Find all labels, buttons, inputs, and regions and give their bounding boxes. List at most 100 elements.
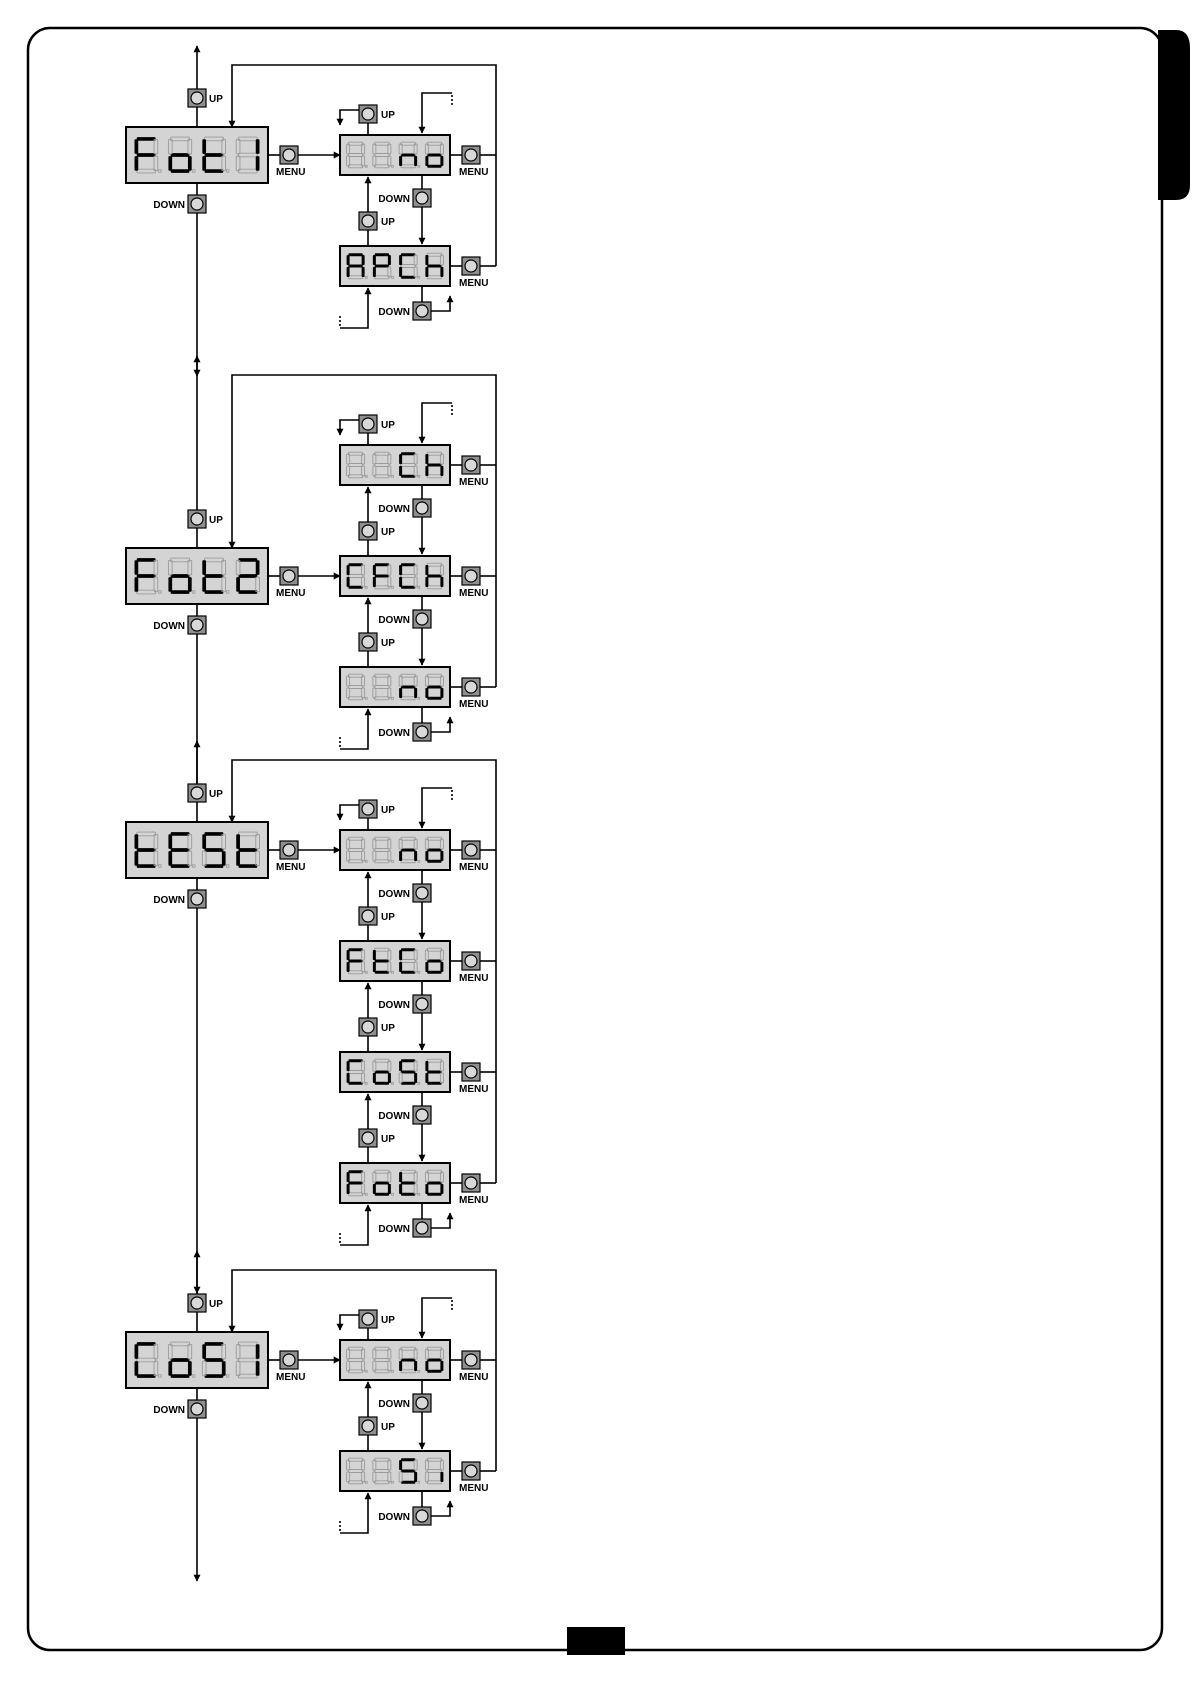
main-up-button[interactable] <box>188 89 206 107</box>
option-up-button[interactable] <box>359 522 377 540</box>
segment-g <box>238 574 257 578</box>
page-number-box <box>567 1627 625 1655</box>
wrap-down-button[interactable] <box>413 1219 431 1237</box>
option-menu-button[interactable] <box>462 456 480 474</box>
segment-a <box>348 253 362 256</box>
wrap-down-button[interactable] <box>413 1507 431 1525</box>
option-menu-button[interactable] <box>462 146 480 164</box>
main-down-label: DOWN <box>153 1405 185 1416</box>
segment-d <box>205 590 224 594</box>
option-menu-label: MENU <box>459 699 488 710</box>
segment-e <box>202 156 206 171</box>
main-menu-button[interactable] <box>280 841 298 859</box>
option-menu-button[interactable] <box>462 1462 480 1480</box>
segment-g <box>348 1182 362 1185</box>
main-menu-button[interactable] <box>280 146 298 164</box>
option-down-button[interactable] <box>413 1394 431 1412</box>
option-up-button[interactable] <box>359 212 377 230</box>
segment-d <box>427 697 441 700</box>
wrap-down-button[interactable] <box>413 723 431 741</box>
option-menu-button[interactable] <box>462 952 480 970</box>
option-down-label: DOWN <box>378 194 410 205</box>
segment-g <box>401 1182 415 1185</box>
main-down-label: DOWN <box>153 200 185 211</box>
button-circle-icon <box>465 844 477 856</box>
display-value: no <box>340 132 342 134</box>
segment-c <box>414 1361 417 1371</box>
main-down-label: DOWN <box>153 895 185 906</box>
segment-c <box>440 466 443 476</box>
main-menu-button[interactable] <box>280 567 298 585</box>
segment-g <box>427 1182 441 1185</box>
wrap-up-button[interactable] <box>359 415 377 433</box>
segment-e <box>399 851 402 861</box>
segment-g <box>401 1071 415 1074</box>
segment-d <box>375 1082 389 1085</box>
display-frame <box>340 1451 450 1491</box>
wrap-down-button[interactable] <box>413 302 431 320</box>
option-down-button[interactable] <box>413 1106 431 1124</box>
display-value: FtCo <box>340 937 343 940</box>
segment-f <box>135 1344 139 1359</box>
option-menu-label: MENU <box>459 1084 488 1095</box>
wrap-down-label: DOWN <box>378 307 410 318</box>
option-menu-button[interactable] <box>462 1174 480 1192</box>
segment-a <box>205 1342 224 1346</box>
main-up-button[interactable] <box>188 784 206 802</box>
main-down-button[interactable] <box>188 195 206 213</box>
segment-g <box>401 1359 415 1362</box>
main-down-button[interactable] <box>188 616 206 634</box>
option-up-button[interactable] <box>359 633 377 651</box>
main-up-button[interactable] <box>188 1294 206 1312</box>
option-up-button[interactable] <box>359 1417 377 1435</box>
option-down-button[interactable] <box>413 884 431 902</box>
option-up-button[interactable] <box>359 1129 377 1147</box>
option-display-fot2-0: Ch <box>340 442 450 485</box>
segment-e <box>236 851 240 866</box>
main-up-button[interactable] <box>188 510 206 528</box>
wrap-up-button[interactable] <box>359 800 377 818</box>
segment-g <box>137 153 156 157</box>
option-down-button[interactable] <box>413 610 431 628</box>
segment-c <box>222 851 226 866</box>
option-menu-button[interactable] <box>462 567 480 585</box>
option-menu-button[interactable] <box>462 841 480 859</box>
option-down-button[interactable] <box>413 189 431 207</box>
main-down-button[interactable] <box>188 1400 206 1418</box>
option-menu-button[interactable] <box>462 1351 480 1369</box>
segment-g <box>427 1071 441 1074</box>
option-down-button[interactable] <box>413 499 431 517</box>
segment-a <box>205 832 224 836</box>
segment-e <box>347 962 350 972</box>
option-menu-button[interactable] <box>462 1063 480 1081</box>
option-menu-button[interactable] <box>462 678 480 696</box>
button-circle-icon <box>191 787 203 799</box>
segment-d <box>427 1370 441 1373</box>
wrap-up-button[interactable] <box>359 105 377 123</box>
segment-c <box>440 577 443 587</box>
option-up-label: UP <box>381 912 395 923</box>
button-circle-icon <box>465 1465 477 1477</box>
segment-f <box>399 1061 402 1071</box>
segment-f <box>399 1172 402 1182</box>
segment-g <box>171 1358 190 1362</box>
option-menu-button[interactable] <box>462 257 480 275</box>
segment-e <box>347 577 350 587</box>
option-down-button[interactable] <box>413 995 431 1013</box>
option-up-button[interactable] <box>359 1018 377 1036</box>
segment-e <box>135 577 139 592</box>
button-circle-icon <box>362 525 374 537</box>
option-menu-label: MENU <box>459 1372 488 1383</box>
option-up-button[interactable] <box>359 907 377 925</box>
segment-g <box>205 1358 224 1362</box>
main-menu-button[interactable] <box>280 1351 298 1369</box>
main-down-button[interactable] <box>188 890 206 908</box>
button-circle-icon <box>362 1313 374 1325</box>
segment-g <box>137 848 156 852</box>
segment-c <box>440 1472 443 1482</box>
segment-e <box>425 1073 428 1083</box>
segment-e <box>347 1184 350 1194</box>
option-display-test-3: Foto <box>340 1159 450 1203</box>
wrap-up-button[interactable] <box>359 1310 377 1328</box>
display-value: FoT2 <box>126 545 129 547</box>
